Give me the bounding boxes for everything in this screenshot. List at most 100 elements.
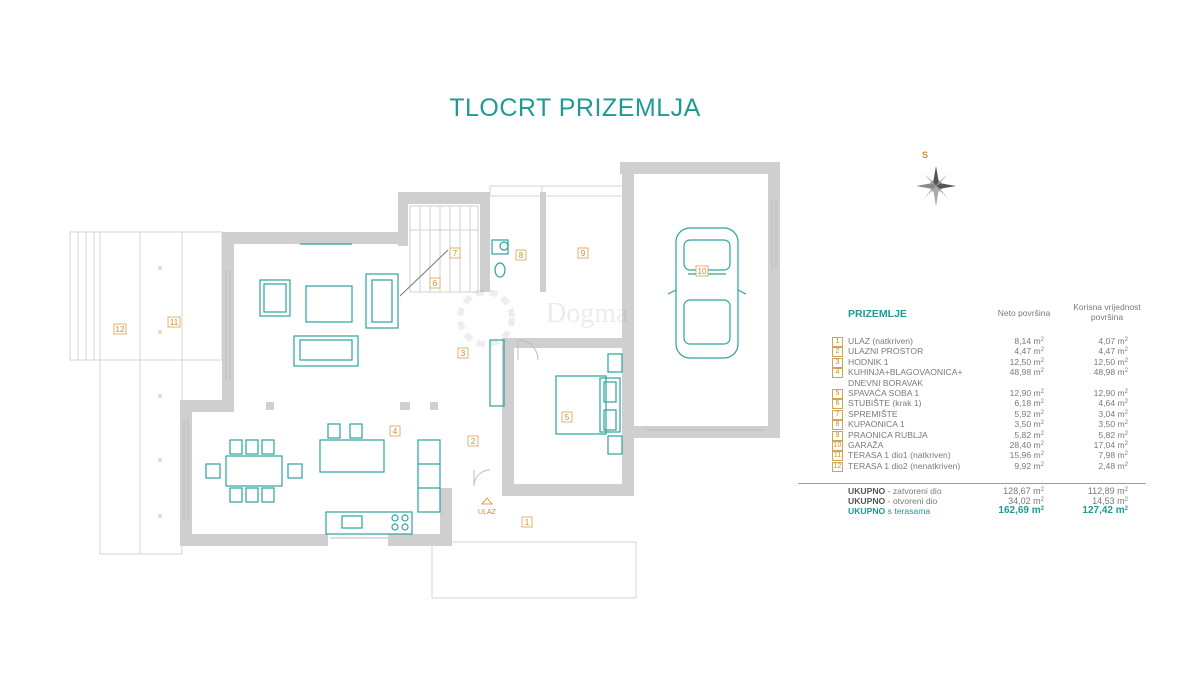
legend-net-area: 9,92 m2 [1014,460,1044,471]
room-number-7: 7 [453,249,458,258]
entrance-label: ULAZ [478,509,497,516]
legend-total-row: UKUPNO - zatvoreni dio 128,67 m2 112,89 m2 [818,486,1148,496]
legend-divider [798,483,1146,484]
legend-net-area: 5,92 m2 [1014,408,1044,419]
legend-room-number: 7 [832,409,843,420]
legend-room-number: 8 [832,420,843,431]
legend-total-net: 34,02 m2 [1008,496,1044,507]
legend-net-area: 48,98 m2 [1009,367,1044,378]
legend-room-name: KUHINJA+BLAGOVAONICA+ [848,367,963,378]
legend-room-name: ULAZ (natkriven) [848,336,913,346]
legend-usable-area: 5,82 m2 [1098,429,1128,440]
watermark-text: Dogma [546,298,629,329]
legend-usable-area: 4,07 m2 [1098,336,1128,346]
legend-rows: 1 ULAZ (natkriven) 8,14 m2 4,07 m2 2 ULAZNI P… [818,336,1148,472]
legend-room-name: KUPAONICA 1 [848,419,905,430]
legend-room-name: TERASA 1 dio1 (natkriven) [848,450,951,461]
room-number-8: 8 [519,251,524,260]
legend-row: 8 KUPAONICA 1 3,50 m2 3,50 m2 [818,419,1148,431]
legend-room-name: GARAŽA [848,439,884,450]
legend-row: 3 HODNIK 1 12,50 m2 12,50 m2 [818,356,1148,368]
legend-total-usable: 112,89 m2 [1087,486,1128,496]
legend-net-area: 6,18 m2 [1014,398,1044,409]
legend-total-net: 128,67 m2 [1003,486,1044,496]
legend-total-usable: 14,53 m2 [1092,496,1128,507]
room-number-10: 10 [698,267,707,276]
legend-total-net: 162,69 m2 [998,505,1044,517]
column-usable-area: Korisna vrijednost površina [1062,302,1152,322]
legend-room-number: 10 [832,440,843,451]
legend-row: 11 TERASA 1 dio1 (natkriven) 15,96 m2 7,98 … [818,450,1148,462]
legend-room-name: STUBIŠTE (krak 1) [848,398,922,409]
legend-row: 6 STUBIŠTE (krak 1) 6,18 m2 4,64 m2 [818,398,1148,410]
room-number-1: 1 [525,518,530,527]
legend-usable-area: 17,04 m2 [1093,439,1128,450]
watermark-logo: Dogma [457,289,629,347]
legend-room-number: 1 [832,337,843,347]
legend-row: 7 SPREMIŠTE 5,92 m2 3,04 m2 [818,408,1148,420]
legend-usable-area: 3,04 m2 [1098,408,1128,419]
legend-room-name: SPAVAĆA SOBA 1 [848,387,920,398]
entrance-arrow-icon [481,497,493,505]
legend-total-label: UKUPNO - zatvoreni dio [848,486,942,496]
room-number-5: 5 [565,413,570,422]
column-net-area: Neto površina [997,308,1051,318]
legend-net-area: 5,82 m2 [1014,429,1044,440]
legend-usable-area: 4,64 m2 [1098,398,1128,409]
room-number-12: 12 [116,325,125,334]
column-usable-line1: Korisna vrijednost [1073,302,1141,312]
compass-rose-icon [916,166,956,206]
legend-total-label: UKUPNO s terasama [848,506,931,517]
legend-total-row: UKUPNO s terasama 162,69 m2 127,42 m2 [818,505,1148,517]
legend-net-area: 12,50 m2 [1009,356,1044,367]
legend-usable-area: 3,50 m2 [1098,419,1128,430]
legend-row: 12 TERASA 1 dio2 (nenatkriven) 9,92 m2 2,48… [818,460,1148,472]
column-usable-line2: površina [1090,312,1124,322]
legend-usable-area: 12,90 m2 [1093,387,1128,398]
legend-row: DNEVNI BORAVAK [818,378,1148,388]
legend-room-number: 5 [832,388,843,399]
legend-room-name: HODNIK 1 [848,356,889,367]
legend-room-name: PRAONICA RUBLJA [848,429,928,440]
legend-totals: UKUPNO - zatvoreni dio 128,67 m2 112,89 m2… [818,486,1148,517]
legend-net-area: 12,90 m2 [1009,387,1044,398]
legend-net-area: 3,50 m2 [1014,419,1044,430]
legend-room-number: 2 [832,347,843,358]
room-number-2: 2 [471,437,476,446]
legend-room-number: 6 [832,399,843,410]
legend-heading: PRIZEMLJE [848,308,907,320]
legend-usable-area: 12,50 m2 [1093,356,1128,367]
room-number-9: 9 [581,249,586,258]
room-number-6: 6 [433,279,438,288]
room-number-4: 4 [393,427,398,436]
legend-row: 9 PRAONICA RUBLJA 5,82 m2 5,82 m2 [818,429,1148,441]
legend-room-number: 9 [832,430,843,441]
legend-usable-area: 2,48 m2 [1098,460,1128,471]
area-legend: PRIZEMLJE Neto površina Korisna vrijedno… [798,302,1148,516]
room-number-11: 11 [170,318,179,327]
legend-room-name: TERASA 1 dio2 (nenatkriven) [848,460,961,471]
legend-net-area: 8,14 m2 [1014,336,1044,346]
legend-room-number: 3 [832,357,843,368]
compass-north-label: S [922,150,929,160]
legend-net-area: 4,47 m2 [1014,346,1044,357]
legend-room-name: SPREMIŠTE [848,408,898,419]
legend-row: 2 ULAZNI PROSTOR 4,47 m2 4,47 m2 [818,346,1148,358]
legend-room-number: 4 [832,368,843,379]
legend-row: 5 SPAVAĆA SOBA 1 12,90 m2 12,90 m2 [818,387,1148,399]
legend-room-name: DNEVNI BORAVAK [848,377,924,388]
legend-total-row: UKUPNO - otvoreni dio 34,02 m2 14,53 m2 [818,496,1148,506]
legend-room-name: ULAZNI PROSTOR [848,346,924,357]
legend-total-label: UKUPNO - otvoreni dio [848,496,938,507]
legend-usable-area: 48,98 m2 [1093,367,1128,378]
legend-net-area: 15,96 m2 [1009,450,1044,461]
legend-usable-area: 7,98 m2 [1098,450,1128,461]
legend-row: 1 ULAZ (natkriven) 8,14 m2 4,07 m2 [818,336,1148,347]
legend-total-usable: 127,42 m2 [1082,505,1128,517]
legend-room-number: 12 [832,461,843,472]
legend-room-number: 11 [832,451,843,462]
legend-usable-area: 4,47 m2 [1098,346,1128,357]
page-title: TLOCRT PRIZEMLJA [449,94,701,122]
